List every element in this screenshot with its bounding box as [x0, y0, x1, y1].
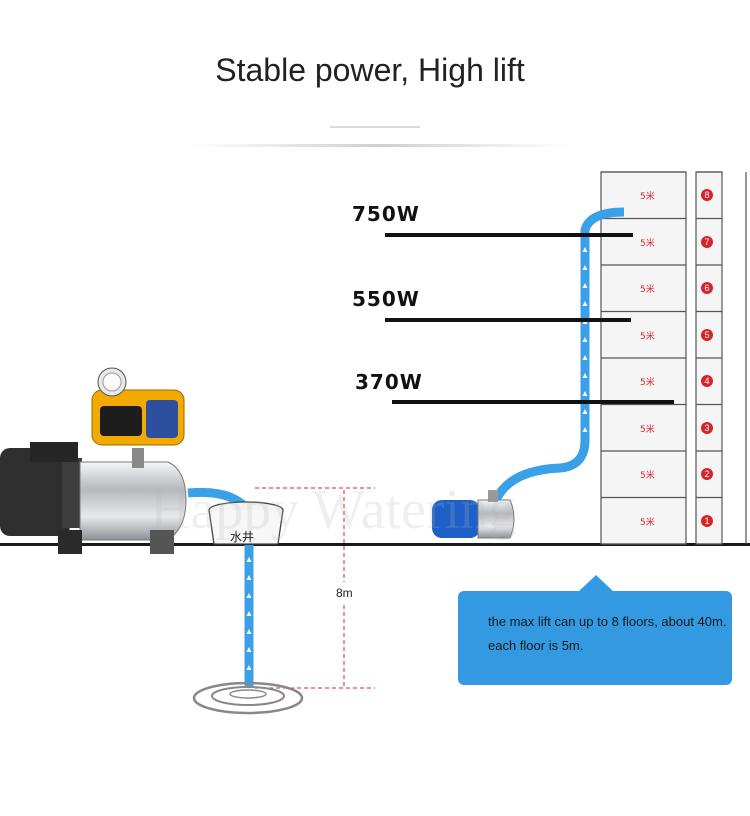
floor-height-label: 5米: [640, 192, 655, 203]
building: [600, 171, 747, 545]
floor-number-6: 6: [701, 282, 713, 295]
small-pump: [432, 490, 515, 539]
floor-number-2: 2: [701, 468, 713, 481]
floor-height-label: 5米: [640, 424, 655, 435]
main-pump: [0, 367, 187, 554]
pipe-riser: [491, 207, 625, 503]
power-markers: [385, 233, 674, 404]
floor-height-label: 5米: [640, 285, 655, 296]
floor-number-3: 3: [701, 421, 713, 434]
floor-number-8: 8: [701, 189, 713, 202]
floor-number-4: 4: [701, 375, 713, 388]
well-bucket: [208, 501, 284, 545]
pressure-controller: [91, 367, 185, 446]
depth-label: 8m: [336, 586, 353, 600]
floor-height-label: 5米: [640, 331, 655, 342]
floor-height-label: 5米: [640, 471, 655, 482]
floor-height-label: 5米: [640, 238, 655, 249]
title-divider: [190, 144, 570, 147]
power-label-370w: 370W: [355, 370, 423, 394]
floor-height-label: 5米: [640, 378, 655, 389]
floor-height-label: 5米: [640, 517, 655, 528]
power-label-750w: 750W: [352, 202, 420, 226]
depth-dimension: [255, 487, 375, 689]
water-pipes: [187, 207, 625, 688]
page-title: Stable power, High lift: [215, 52, 525, 88]
title-accent: [330, 126, 420, 128]
floor-number-5: 5: [701, 328, 713, 341]
floor-number-7: 7: [701, 235, 713, 248]
well-label: 水井: [230, 530, 255, 544]
watermark: Happy Watering: [150, 479, 517, 541]
ground-line: [0, 543, 750, 546]
well-ripple: [192, 681, 304, 715]
power-label-550w: 550W: [352, 287, 420, 311]
callout-text: the max lift can up to 8 floors, about 4…: [488, 614, 727, 653]
callout-box: [458, 575, 732, 685]
floor-number-1: 1: [701, 514, 713, 527]
